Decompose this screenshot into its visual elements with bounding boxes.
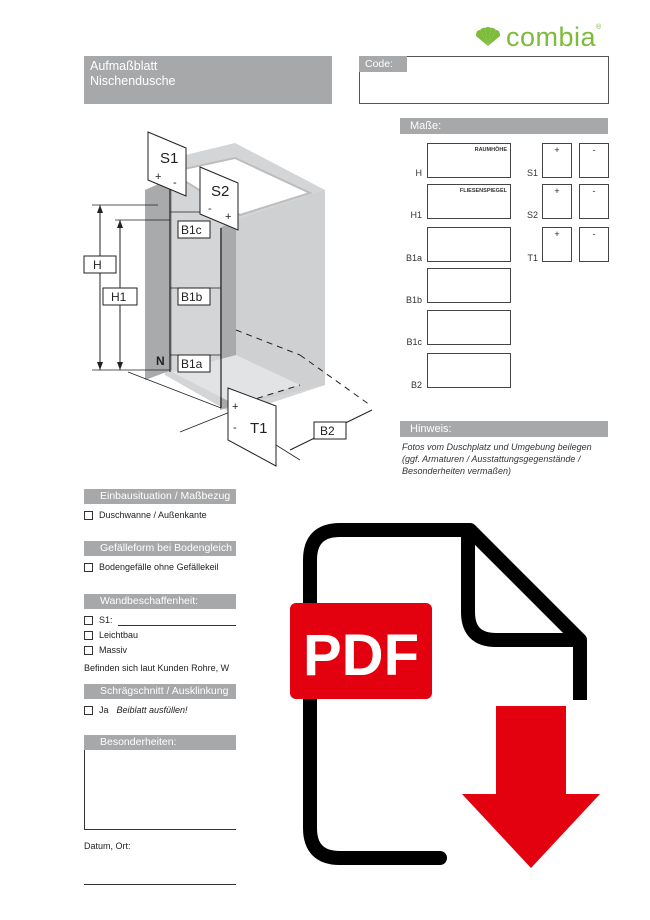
pdf-badge [290, 603, 432, 699]
checkbox[interactable] [84, 705, 93, 715]
datum-label: Datum, Ort: [84, 841, 131, 851]
meas-label-h: H [415, 168, 423, 178]
n-label: N [156, 354, 165, 368]
svg-text:-: - [233, 422, 237, 434]
checkbox[interactable] [84, 510, 93, 520]
einbau-header: Einbausituation / Maßbezug [84, 489, 236, 504]
b1a-label: B1a [181, 357, 203, 371]
pdf-download-icon[interactable]: PDF [236, 500, 650, 900]
h1-label: H1 [111, 290, 127, 304]
b1c-label: B1c [181, 223, 202, 237]
meas-label-t1: T1 [527, 253, 538, 263]
t1-minus-input[interactable]: - [579, 227, 609, 262]
meas-input-b1c[interactable] [427, 310, 511, 345]
schraeg-option[interactable]: Ja Beiblatt ausfüllen! [84, 705, 188, 715]
meas-label-h1: H1 [410, 210, 422, 220]
checkbox[interactable] [84, 630, 93, 640]
logo-registered: ® [596, 24, 602, 31]
wand-option-leichtbau[interactable]: Leichtbau [84, 630, 138, 640]
datum-write-line[interactable] [84, 884, 236, 885]
meas-label-s1: S1 [526, 168, 538, 178]
schraeg-header: Schrägschnitt / Ausklinkung [84, 684, 236, 699]
svg-text:+: + [155, 171, 161, 183]
schraeg-note: Beiblatt ausfüllen! [116, 705, 188, 715]
code-field[interactable] [359, 56, 609, 104]
niche-diagram: S1 + - S2 - + T1 + - H H1 B1c B1b B1a B2… [83, 131, 373, 467]
meas-label-b1a: B1a [405, 253, 422, 263]
svg-text:-: - [173, 177, 177, 189]
combia-logo: combia ® [474, 22, 601, 52]
t1-plus-input[interactable]: + [542, 227, 572, 262]
logo-text: combia [506, 21, 597, 52]
s2-minus-input[interactable]: - [579, 184, 609, 219]
meas-label-b2: B2 [410, 380, 422, 390]
hinweis-text: Fotos vom Duschplatz und Umgebung beileg… [402, 442, 592, 476]
download-arrow-icon [462, 706, 600, 868]
s1-label: S1 [160, 150, 178, 167]
svg-text:+: + [225, 211, 231, 223]
masse-header: Maße: [400, 118, 608, 134]
svg-text:+: + [232, 401, 238, 413]
wand-header: Wandbeschaffenheit: [84, 594, 236, 609]
wand-option-massiv[interactable]: Massiv [84, 645, 127, 655]
gefaelle-header: Gefälleform bei Bodengleich [84, 541, 236, 556]
h-label: H [93, 258, 102, 272]
wand-option-s1[interactable]: S1: [84, 615, 113, 625]
meas-label-b1b: B1b [405, 295, 422, 305]
t1-label: T1 [250, 420, 268, 437]
shell-logo-icon [476, 27, 500, 46]
code-label: Code: [359, 56, 407, 72]
checkbox[interactable] [84, 645, 93, 655]
einbau-option[interactable]: Duschwanne / Außenkante [84, 510, 207, 520]
gefaelle-option[interactable]: Bodengefälle ohne Gefällekeil [84, 562, 219, 572]
s1-plus-input[interactable]: + [542, 143, 572, 178]
form-title: Aufmaßblatt Nischendusche [84, 56, 332, 104]
s2-plus-input[interactable]: + [542, 184, 572, 219]
b2-label: B2 [320, 424, 335, 438]
besonder-textarea[interactable] [84, 750, 236, 830]
checkbox[interactable] [84, 615, 93, 625]
svg-text:-: - [208, 203, 212, 215]
s1-write-line[interactable] [118, 625, 236, 626]
title-line2: Nischendusche [90, 74, 176, 88]
s1-minus-input[interactable]: - [579, 143, 609, 178]
title-line1: Aufmaßblatt [90, 59, 158, 73]
hinweis-header: Hinweis: [400, 421, 608, 437]
wand-note: Befinden sich laut Kunden Rohre, W [84, 663, 230, 673]
meas-label-s2: S2 [526, 210, 538, 220]
checkbox[interactable] [84, 562, 93, 572]
meas-input-b2[interactable] [427, 353, 511, 388]
meas-label-b1c: B1c [406, 337, 422, 347]
meas-input-h[interactable]: RAUMHÖHE [427, 143, 511, 178]
s2-label: S2 [211, 183, 229, 200]
pdf-text: PDF [303, 623, 419, 688]
meas-input-b1a[interactable] [427, 227, 511, 262]
left-wall [145, 178, 172, 380]
besonder-header: Besonderheiten: [84, 735, 236, 750]
meas-input-b1b[interactable] [427, 268, 511, 303]
right-wall [236, 190, 325, 405]
b1b-label: B1b [181, 290, 203, 304]
meas-input-h1[interactable]: FLIESENSPIEGEL [427, 184, 511, 219]
